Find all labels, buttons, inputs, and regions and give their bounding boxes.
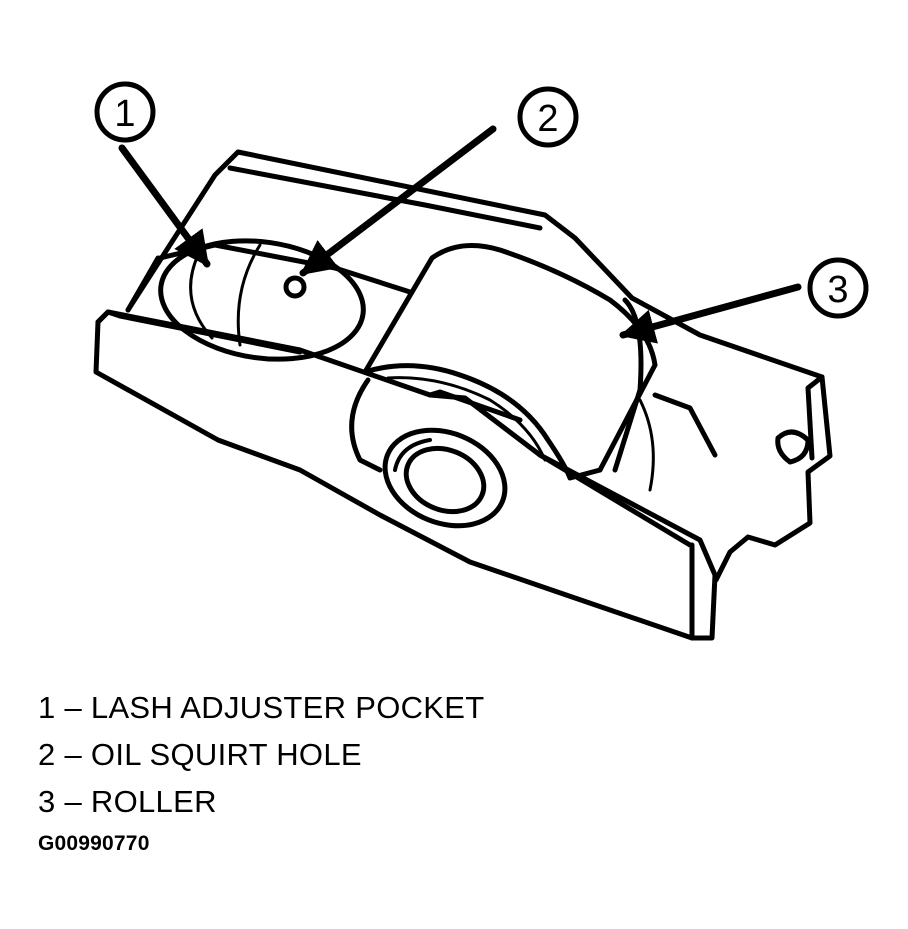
callout-2-number: 2 <box>537 98 558 140</box>
legend: 1 – LASH ADJUSTER POCKET 2 – OIL SQUIRT … <box>38 684 485 825</box>
callout-2-circle <box>517 86 579 148</box>
callout-3: 3 <box>619 257 869 344</box>
callout-2: 2 <box>299 86 579 277</box>
rocker-arm-body <box>93 149 833 641</box>
legend-item-roller: 3 – ROLLER <box>38 784 217 819</box>
legend-item-oil-squirt-hole: 2 – OIL SQUIRT HOLE <box>38 737 362 772</box>
callout-1-circle <box>94 81 156 143</box>
legend-item-lash-adjuster-pocket: 1 – LASH ADJUSTER POCKET <box>38 690 485 725</box>
rocker-arm-diagram: 1 2 3 <box>93 81 869 641</box>
callout-1-number: 1 <box>114 93 135 135</box>
figure-id: G00990770 <box>38 832 150 855</box>
callout-3-circle <box>807 257 869 319</box>
oil-squirt-hole <box>283 275 307 299</box>
callout-3-number: 3 <box>827 269 848 311</box>
callout-2-arrow <box>299 125 497 277</box>
callout-1-arrow <box>118 144 211 268</box>
callout-1: 1 <box>94 81 211 268</box>
callout-3-arrow <box>619 283 802 344</box>
